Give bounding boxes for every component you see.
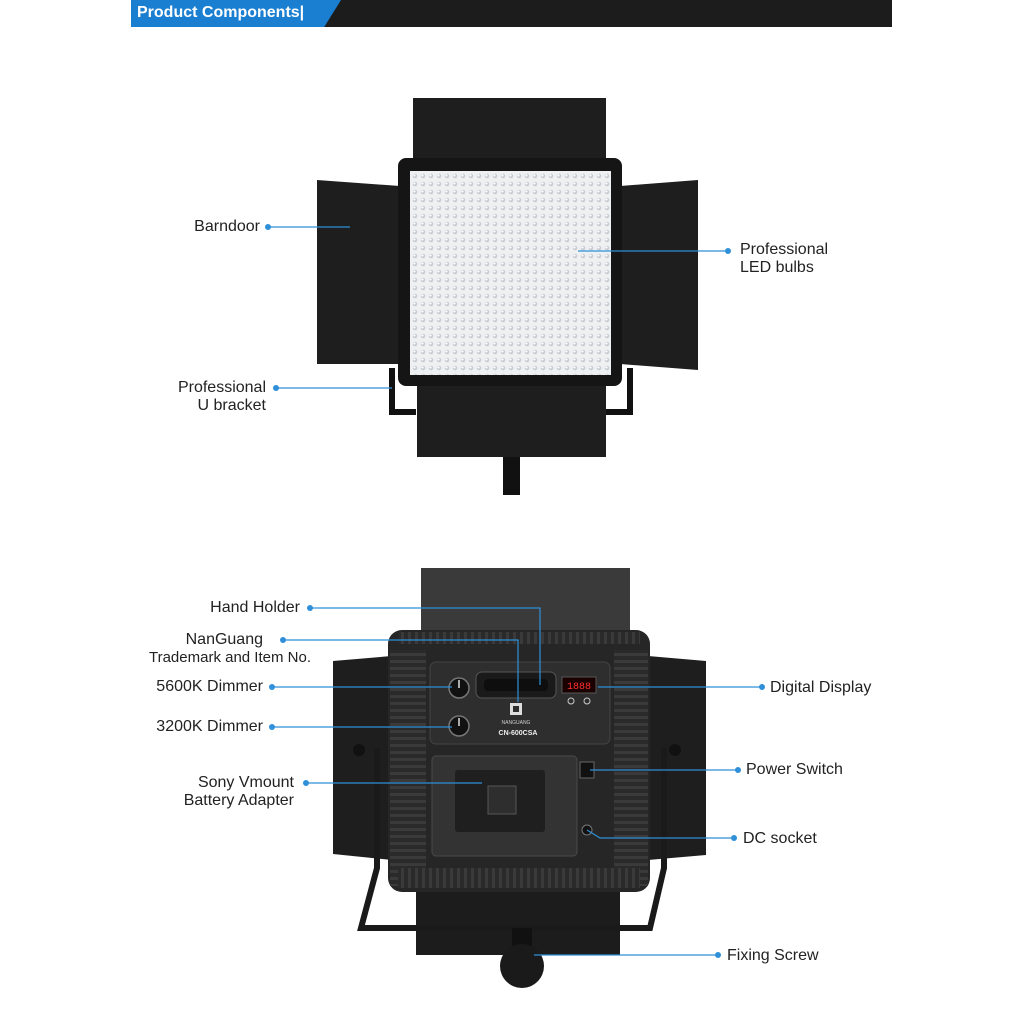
svg-text:CN-600CSA: CN-600CSA — [499, 730, 538, 737]
label-fixing-screw: Fixing Screw — [727, 947, 819, 964]
u-bracket-left — [389, 368, 416, 415]
barndoor-top — [413, 98, 606, 165]
label-dimmer-5600: 5600K Dimmer — [156, 678, 263, 695]
leader-dots — [265, 224, 765, 958]
u-bracket-right — [606, 368, 633, 415]
label-battery-1: Sony Vmount — [197, 774, 294, 791]
barndoor-left — [317, 180, 400, 364]
label-dimmer-3200: 3200K Dimmer — [156, 718, 263, 735]
page-title: Product Components| — [137, 4, 305, 21]
svg-text:1888: 1888 — [567, 682, 591, 693]
leader-lines — [268, 226, 762, 956]
front-light — [317, 98, 698, 495]
label-led-bulbs-2: LED bulbs — [740, 259, 814, 276]
barndoor-right — [620, 180, 698, 370]
label-dc-socket: DC socket — [743, 830, 817, 847]
label-battery-2: Battery Adapter — [183, 792, 294, 809]
label-u-bracket-2: U bracket — [197, 397, 266, 414]
label-led-bulbs-1: Professional — [740, 241, 829, 258]
label-u-bracket-1: Professional — [177, 379, 266, 396]
label-hand-holder: Hand Holder — [210, 599, 300, 616]
label-trademark-2: Trademark and Item No. — [148, 649, 311, 666]
back-barndoor-bottom — [416, 892, 620, 955]
label-power-switch: Power Switch — [746, 761, 843, 778]
barndoor-bottom — [417, 384, 606, 457]
label-barndoor: Barndoor — [194, 218, 260, 235]
led-panel — [410, 171, 611, 375]
back-u-bracket — [357, 748, 667, 931]
header-tab — [131, 0, 341, 27]
svg-text:NANGUANG: NANGUANG — [502, 720, 531, 726]
back-light: NANGUANG CN-600CSA 1888 — [333, 568, 706, 988]
label-trademark-1: NanGuang — [185, 631, 263, 648]
label-digital-display: Digital Display — [770, 679, 872, 696]
back-barndoor-top — [421, 568, 630, 638]
